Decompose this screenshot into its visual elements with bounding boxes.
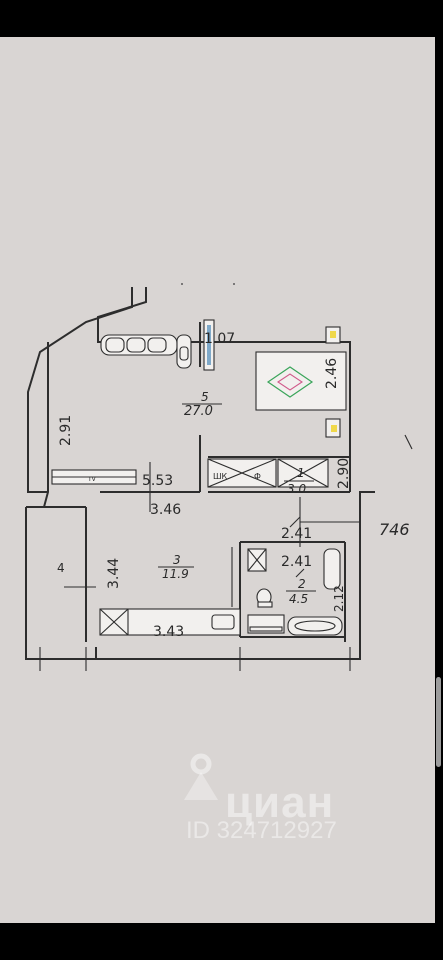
watermark-brand: циан — [225, 778, 335, 827]
exterior-wall-south — [25, 491, 375, 660]
tv-stand: TV — [51, 469, 137, 485]
floor-plan: TV ШК Ф — [25, 283, 413, 671]
dimension-label: 1.07 — [204, 331, 235, 347]
dimension-label: 2.41 — [281, 526, 312, 542]
fridge-label: Ф — [254, 472, 261, 481]
room-number: 2 — [298, 577, 306, 591]
shower-tray — [323, 548, 341, 590]
bathroom-fixtures — [247, 548, 343, 636]
balcony-wall — [43, 342, 49, 508]
overall-dimension-label: 746 — [379, 520, 410, 539]
image-viewer: TV ШК Ф — [0, 37, 441, 923]
nightstand-lamp — [330, 331, 336, 338]
scrollbar[interactable] — [436, 677, 441, 767]
dimension-label: 3.43 — [153, 624, 184, 640]
watermark-listing-id: ID 324712927 — [186, 817, 337, 844]
exterior-wall-west — [27, 287, 133, 493]
dimension-label: 2.46 — [324, 358, 340, 389]
room-area: 11.9 — [162, 567, 189, 581]
dimension-label: 2.91 — [58, 415, 74, 446]
kitchen-counter — [99, 608, 241, 636]
dimension-label: 3.44 — [106, 558, 122, 589]
plan-mark — [404, 434, 413, 450]
dimension-label: 2.90 — [336, 458, 352, 489]
cian-logo-icon — [184, 753, 218, 800]
room-number: 3 — [173, 553, 181, 567]
dimension-line — [295, 568, 305, 578]
room-area: 4.5 — [289, 592, 308, 606]
kitchen-sink — [211, 614, 235, 630]
nightstand-lamp — [331, 425, 337, 432]
closet — [277, 458, 329, 488]
room-area: 27.0 — [184, 404, 213, 419]
window-glass — [207, 325, 211, 365]
bed — [255, 351, 347, 411]
dimension-label: 3.46 — [150, 502, 181, 518]
room-area: 3.0 — [287, 482, 306, 496]
dimension-label: 5.53 — [142, 473, 173, 489]
dimension-label: 2.41 — [281, 554, 312, 570]
dimension-label: 2.12 — [332, 585, 346, 612]
room-number: 4 — [57, 561, 65, 575]
wardrobe-label: ШК — [213, 472, 228, 481]
sofa — [100, 334, 192, 369]
wardrobe: ШК Ф — [207, 458, 277, 488]
room-number: 5 — [201, 390, 209, 404]
tv-label: TV — [87, 476, 97, 483]
room-number: 1 — [297, 466, 305, 480]
dimension-line — [289, 516, 301, 528]
exterior-wall — [97, 287, 351, 492]
